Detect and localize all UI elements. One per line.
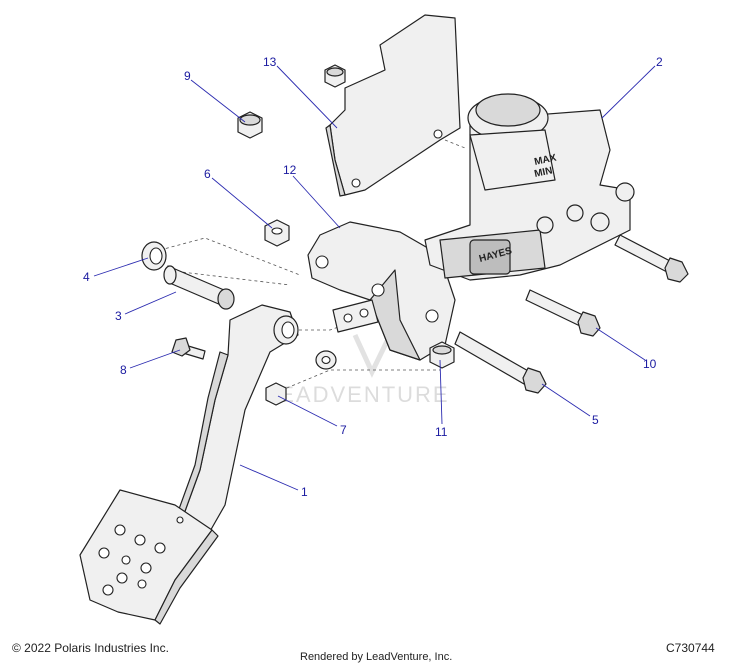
callout-2: 2 xyxy=(656,55,663,69)
callout-13: 13 xyxy=(263,55,277,69)
flange-nut-upper xyxy=(237,111,263,139)
callout-9: 9 xyxy=(184,69,191,83)
watermark-logo xyxy=(352,333,393,378)
pivot-washer xyxy=(315,350,337,370)
reservoir-min-mark: MIN xyxy=(533,165,553,180)
bushing-washer xyxy=(141,241,167,271)
callout-leader-lines xyxy=(93,65,656,491)
flange-bolt-right xyxy=(525,289,601,337)
bracket-nut xyxy=(429,341,455,369)
diagram-code: C730744 xyxy=(666,641,715,655)
callout-6: 6 xyxy=(204,167,211,181)
shoulder-bolt xyxy=(171,337,206,360)
watermark-text: LEADVENTURE xyxy=(265,382,450,407)
callout-numbers: 9 13 2 6 12 4 3 8 7 10 5 11 1 xyxy=(83,55,663,499)
reservoir-max-mark: MAX xyxy=(533,152,557,167)
flange-nut-plate xyxy=(324,64,346,88)
callout-8: 8 xyxy=(120,363,127,377)
pedal-nut xyxy=(265,382,287,406)
callout-3: 3 xyxy=(115,309,122,323)
callout-4: 4 xyxy=(83,270,90,284)
flange-bolt-upper-right xyxy=(614,234,689,283)
lock-nut xyxy=(264,219,290,247)
copyright-notice: © 2022 Polaris Industries Inc. xyxy=(12,641,169,655)
callout-10: 10 xyxy=(643,357,657,371)
callout-1: 1 xyxy=(301,485,308,499)
callout-5: 5 xyxy=(592,413,599,427)
pivot-bushing xyxy=(163,265,235,310)
callout-11: 11 xyxy=(435,425,448,439)
callout-12: 12 xyxy=(283,163,297,177)
long-hex-bolt xyxy=(454,331,547,394)
brake-pedal xyxy=(79,304,299,625)
callout-7: 7 xyxy=(340,423,347,437)
pedal-mounting-bracket xyxy=(307,221,456,361)
heat-shield-plate xyxy=(325,14,461,197)
rendered-by-credit: Rendered by LeadVenture, Inc. xyxy=(300,651,453,663)
master-cylinder: MAX MIN HAYES xyxy=(424,93,635,281)
